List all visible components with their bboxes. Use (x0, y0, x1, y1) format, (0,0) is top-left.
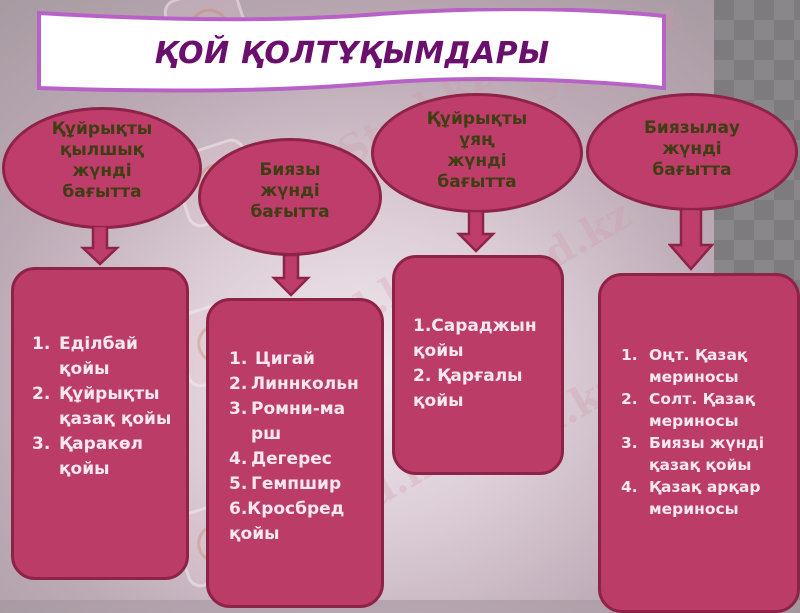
list-item: 3.Биязы жүнді қазақ қойы (621, 434, 765, 474)
list-item: 2.Құйрықты қазақ қойы (32, 384, 172, 429)
category-label: Құйрықты ұяң жүнді бағытта (426, 109, 528, 192)
banner-shape (37, 8, 666, 93)
category-node-2: Биязы жүнді бағытта (198, 138, 382, 256)
list-item: 1.Цигай (229, 349, 315, 369)
list-item: 3.Қаракөл қойы (32, 434, 143, 479)
list-item: 2.Солт. Қазақ мериносы (621, 390, 756, 430)
category-node-4: Биязылау жүнді бағытта (586, 93, 798, 211)
page-title: ҚОЙ ҚОЛТҰҚЫМДАРЫ (154, 36, 550, 71)
breed-list-box-2: 1.Цигай 2.Линнкольн 3.Ромни-марш 4.Дегер… (206, 298, 384, 608)
list-item: 6.Кросбред қойы (229, 499, 345, 544)
breed-list: 1.Оңт. Қазақ мериносы 2.Солт. Қазақ мери… (621, 344, 789, 520)
down-arrow-icon (668, 209, 714, 271)
category-node-3: Құйрықты ұяң жүнді бағытта (371, 93, 583, 213)
category-node-1: Құйрықты қылшық жүнді бағытта (2, 107, 202, 229)
list-item: 3.Ромни-марш (229, 399, 346, 444)
breed-list: 1.Еділбай қойы 2.Құйрықты қазақ қойы 3.Қ… (32, 332, 176, 482)
list-item: 2.Линнкольн (229, 374, 359, 394)
down-arrow-icon (80, 226, 120, 266)
list-item: 5.Гемпшир (229, 474, 342, 494)
breed-list: 1.Цигай 2.Линнкольн 3.Ромни-марш 4.Дегер… (229, 347, 377, 547)
list-item: 4.Дегерес (229, 449, 332, 469)
category-label: Биязылау жүнді бағытта (643, 117, 741, 180)
down-arrow-icon (456, 211, 496, 253)
category-label: Құйрықты қылшық жүнді бағытта (51, 119, 153, 202)
breed-list-box-4: 1.Оңт. Қазақ мериносы 2.Солт. Қазақ мери… (598, 273, 800, 613)
list-item: 4.Қазақ арқар мериносы (621, 478, 761, 518)
list-item: 2. Қарғалы қойы (413, 366, 523, 411)
breed-list-box-1: 1.Еділбай қойы 2.Құйрықты қазақ қойы 3.Қ… (11, 267, 189, 580)
down-arrow-icon (271, 255, 311, 297)
breed-list-box-3: 1.Сараджын қойы 2. Қарғалы қойы (392, 255, 564, 475)
list-item: 1.Сараджын қойы (413, 316, 537, 361)
title-banner: ҚОЙ ҚОЛТҰҚЫМДАРЫ (36, 8, 668, 94)
category-label: Биязы жүнді бағытта (250, 159, 330, 222)
list-item: 1.Еділбай қойы (32, 334, 138, 379)
list-item: 1.Оңт. Қазақ мериносы (621, 346, 748, 386)
breed-list: 1.Сараджын қойы 2. Қарғалы қойы (413, 314, 555, 414)
